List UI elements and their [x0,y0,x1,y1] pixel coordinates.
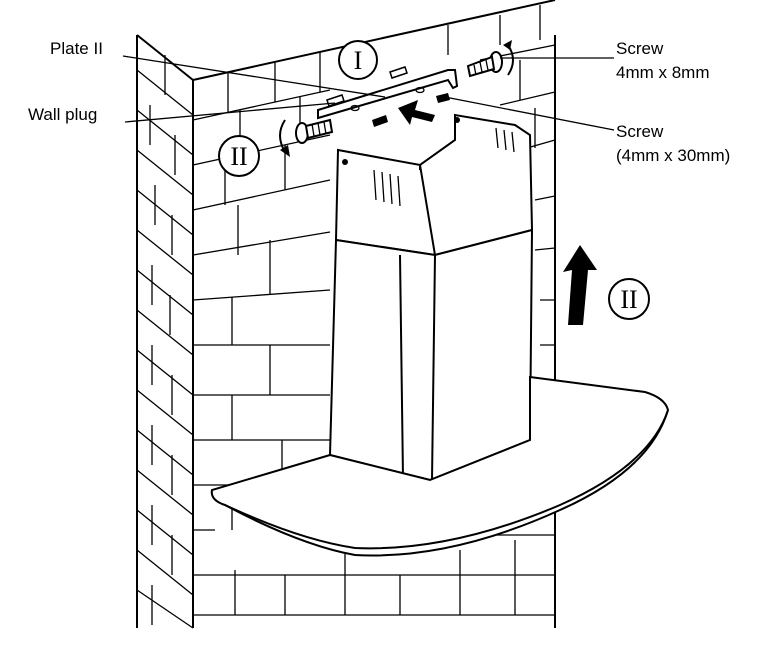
push-arrow-icon [398,100,435,125]
step-label-top: I [354,46,363,75]
step-badge-left: II [218,135,260,177]
label-screw-small-line2: 4mm x 8mm [616,63,710,82]
chimney-upper [334,113,534,257]
wall-front-bricks [192,5,556,616]
screw-icon [372,93,450,127]
step-badge-top: I [338,40,378,80]
rotation-arrow-icon [279,40,514,157]
label-screw-large-line1: Screw [616,122,664,141]
up-arrow-icon [563,245,597,325]
hood-canopy [210,375,670,557]
step-label-right: II [620,285,637,314]
brick-wall [136,0,556,629]
wall-side-bricks [136,55,194,629]
label-screw-small-line1: Screw [616,39,664,58]
step-badge-right: II [608,278,650,320]
label-plate-ii: Plate II [50,39,103,58]
chimney-lower [328,228,534,482]
label-screw-large-line2: (4mm x 30mm) [616,146,730,165]
leader-lines [122,55,615,131]
screw-large-right-icon [466,51,503,78]
screw-large-left-icon [295,118,334,144]
plate-ii [317,69,459,120]
label-wall-plug: Wall plug [28,105,97,124]
step-label-left: II [230,142,247,171]
